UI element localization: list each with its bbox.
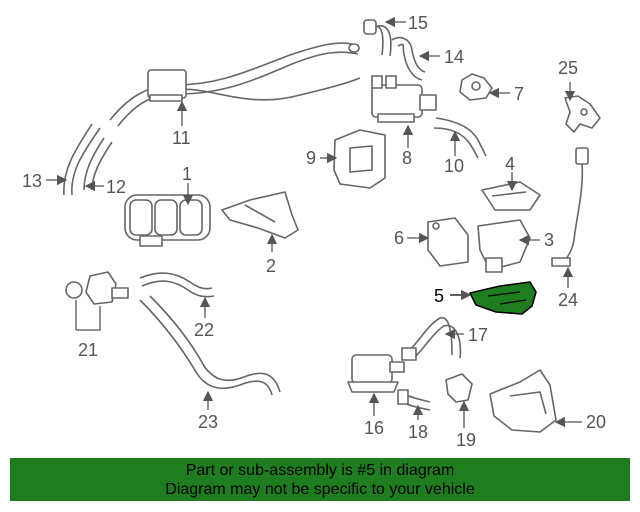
part-15-hose bbox=[363, 19, 392, 57]
part-18-hose bbox=[397, 389, 431, 411]
callout-23: 23 bbox=[198, 412, 218, 432]
part-4-bracket bbox=[481, 181, 541, 211]
parts-diagram: 1 2 3 4 5 6 7 8 9 10 11 12 13 14 15 16 1… bbox=[22, 13, 606, 450]
part-16-valve bbox=[347, 354, 405, 393]
callout-6: 6 bbox=[394, 228, 404, 248]
callout-21: 21 bbox=[78, 340, 98, 360]
part-8-valve bbox=[371, 75, 437, 123]
callout-3: 3 bbox=[544, 230, 554, 250]
callout-24: 24 bbox=[558, 290, 578, 310]
part-2-shield bbox=[221, 191, 299, 239]
part-10-hose bbox=[433, 117, 487, 159]
part-7-sensor bbox=[459, 73, 493, 101]
callout-9: 9 bbox=[306, 148, 316, 168]
part-9-bracket bbox=[333, 129, 386, 189]
callout-10: 10 bbox=[444, 156, 464, 176]
callout-19: 19 bbox=[456, 430, 476, 450]
callout-1: 1 bbox=[182, 164, 192, 184]
part-22-hose bbox=[139, 272, 215, 298]
part-21-valve bbox=[65, 271, 129, 305]
part-1-canister bbox=[124, 194, 211, 247]
part-13-hose bbox=[63, 123, 101, 196]
callout-12: 12 bbox=[106, 177, 126, 197]
part-25-bracket bbox=[564, 95, 601, 133]
callout-18: 18 bbox=[408, 422, 428, 442]
part-23-hose bbox=[139, 295, 281, 396]
callout-14: 14 bbox=[444, 47, 464, 67]
leader-lines bbox=[46, 16, 582, 428]
callout-11: 11 bbox=[172, 128, 191, 148]
info-banner: Part or sub-assembly is #5 in diagram Di… bbox=[10, 458, 630, 501]
callout-5: 5 bbox=[434, 286, 444, 306]
part-5-shield-highlighted bbox=[469, 281, 537, 315]
part-19-clip bbox=[445, 373, 473, 403]
callout-25: 25 bbox=[558, 58, 578, 78]
part-20-bracket bbox=[489, 369, 557, 433]
part-6-module bbox=[427, 217, 469, 267]
callout-2: 2 bbox=[266, 256, 276, 276]
callout-13: 13 bbox=[22, 171, 42, 191]
callout-17: 17 bbox=[468, 325, 488, 345]
part-11-pipe-assembly bbox=[109, 42, 361, 127]
callout-16: 16 bbox=[364, 418, 384, 438]
callout-4: 4 bbox=[505, 154, 515, 174]
callout-15: 15 bbox=[408, 13, 428, 33]
part-3-module bbox=[477, 219, 531, 273]
part-17-hose bbox=[401, 317, 462, 361]
part-24-sensor bbox=[551, 147, 589, 267]
callout-20: 20 bbox=[586, 412, 606, 432]
banner-line-1: Part or sub-assembly is #5 in diagram bbox=[185, 462, 455, 479]
part-14-hose bbox=[391, 36, 426, 81]
callout-7: 7 bbox=[514, 84, 524, 104]
callout-labels: 1 2 3 4 5 6 7 8 9 10 11 12 13 14 15 16 1… bbox=[22, 13, 606, 450]
callout-8: 8 bbox=[402, 148, 412, 168]
callout-22: 22 bbox=[194, 320, 214, 340]
banner-line-2: Diagram may not be specific to your vehi… bbox=[165, 481, 475, 498]
